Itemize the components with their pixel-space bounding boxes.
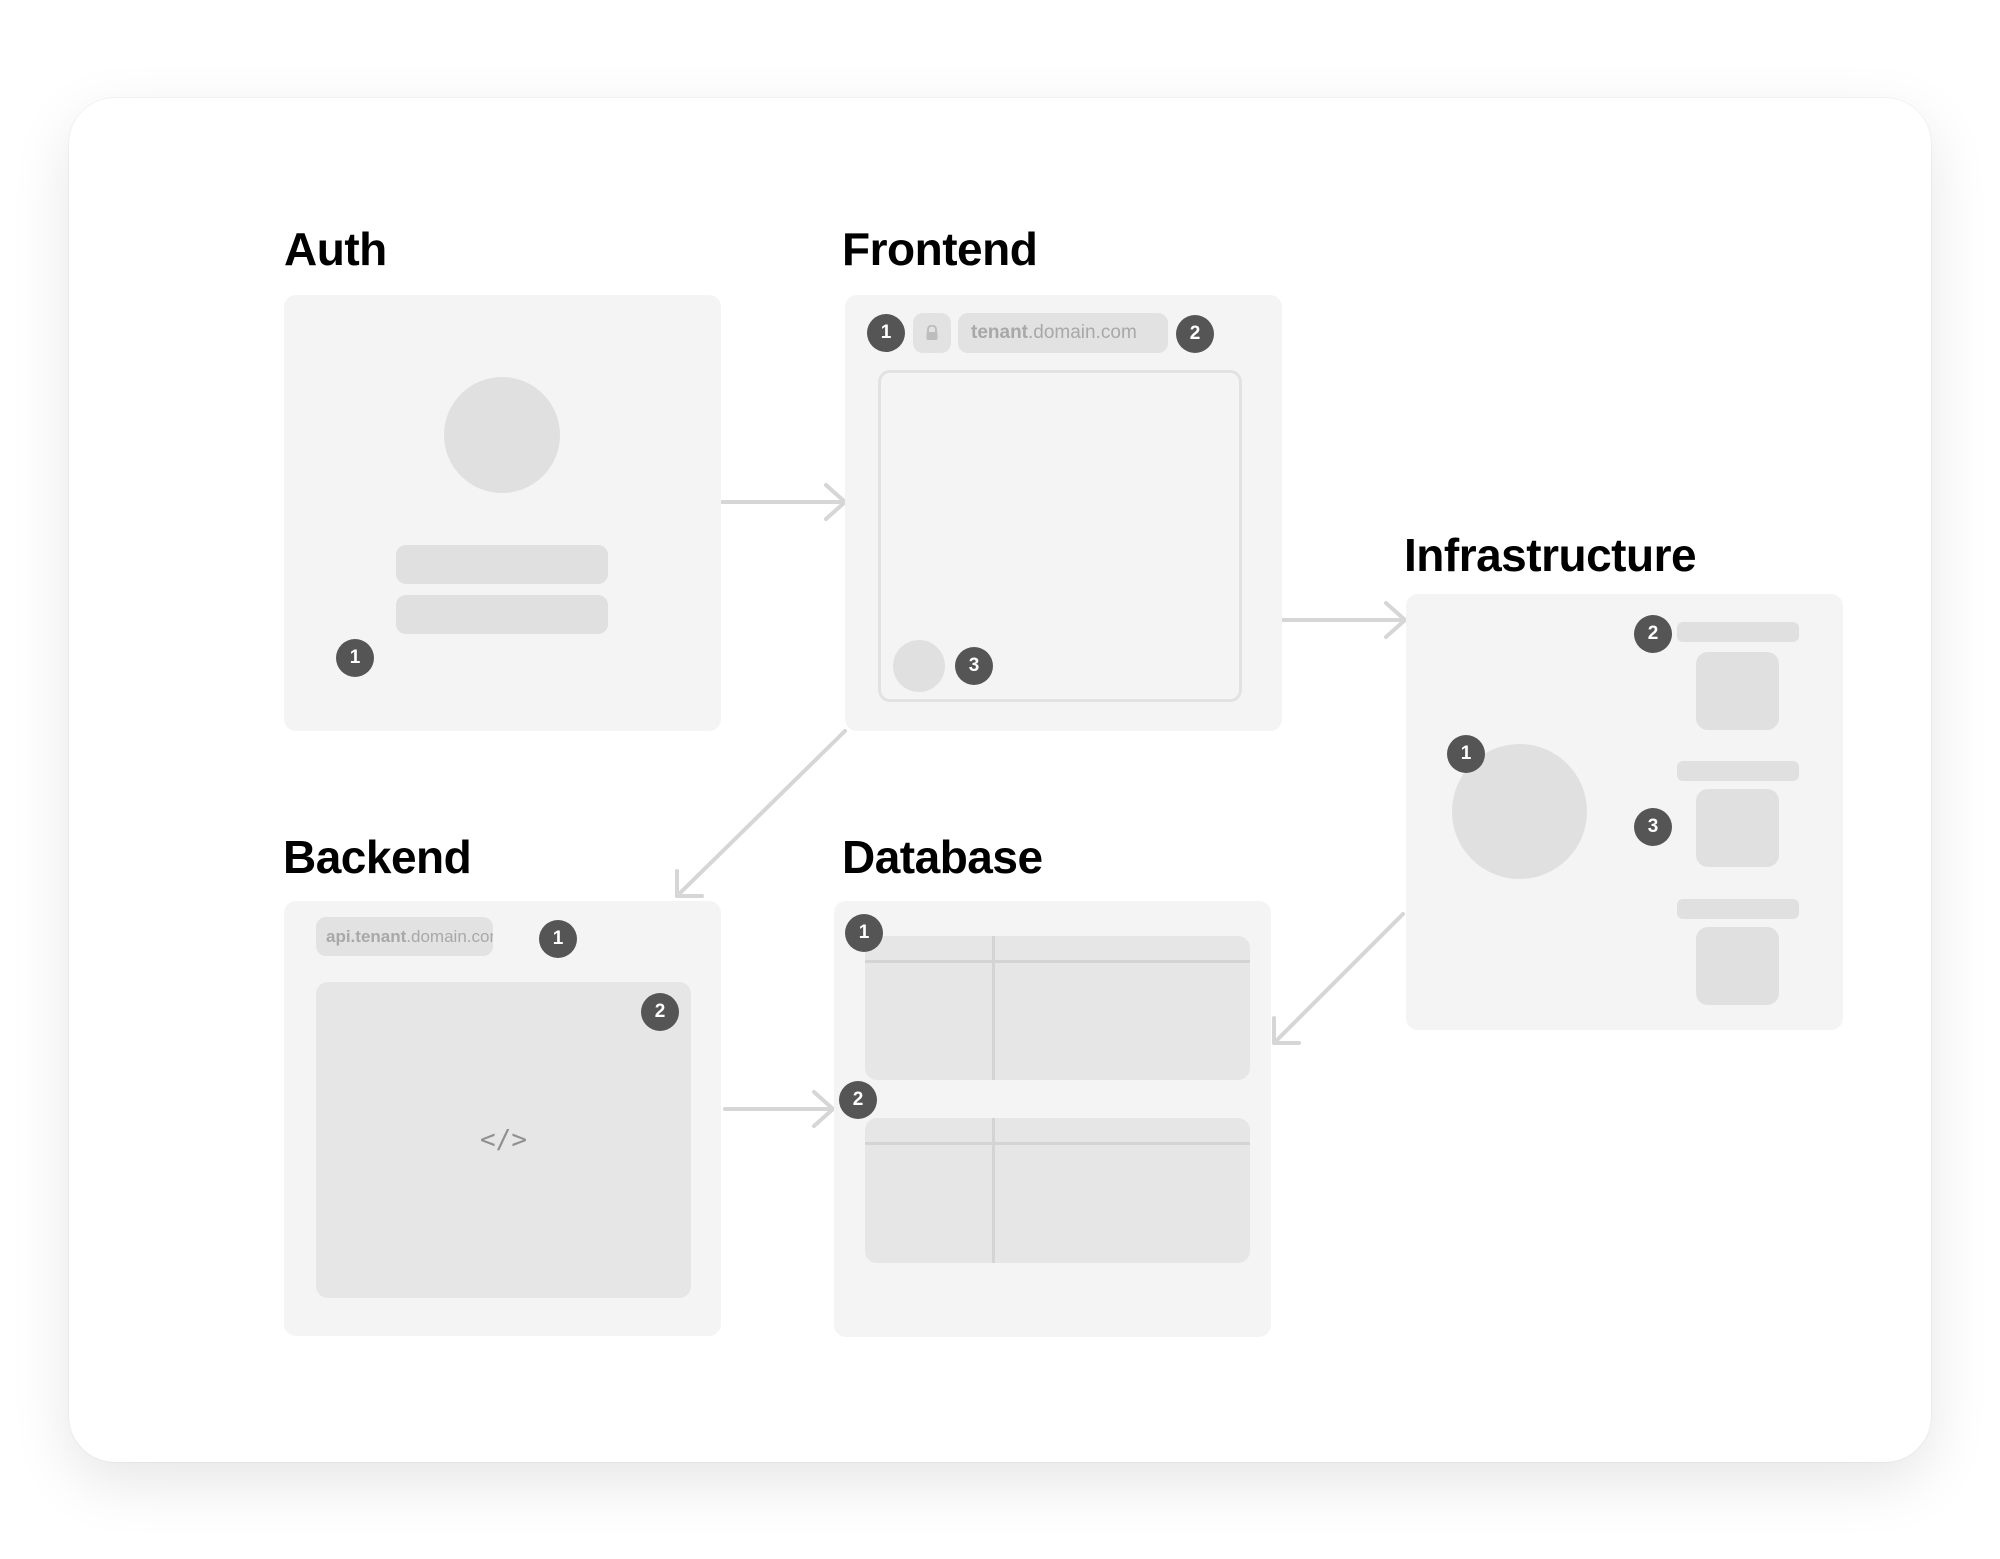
frontend-panel: 1 tenant.domain.com 2 3 (845, 295, 1282, 731)
auth-panel: 1 (284, 295, 721, 731)
service-node-placeholder (1696, 927, 1779, 1005)
infrastructure-badge-3: 3 (1634, 808, 1672, 846)
arrow-backend-to-database (723, 1090, 835, 1128)
auth-title: Auth (284, 223, 387, 275)
infrastructure-badge-1: 1 (1447, 735, 1485, 773)
frontend-badge-1: 1 (867, 314, 905, 352)
code-editor-placeholder: </> (316, 982, 691, 1298)
username-field-placeholder (396, 545, 608, 584)
frontend-url-subdomain: tenant (971, 322, 1028, 343)
table-placeholder (865, 1118, 1250, 1263)
arrow-frontend-to-infrastructure (1281, 601, 1407, 639)
lock-icon (913, 313, 951, 353)
browser-viewport: 3 (878, 370, 1242, 702)
backend-url-bar[interactable]: api.tenant.domain.com (316, 917, 493, 956)
infrastructure-title: Infrastructure (1404, 529, 1697, 581)
service-node-placeholder (1696, 652, 1779, 730)
database-badge-2: 2 (839, 1081, 877, 1119)
arrow-auth-to-frontend (720, 483, 847, 521)
code-icon: </> (480, 1125, 527, 1155)
backend-url-domain: .domain.com (406, 926, 493, 946)
arrow-infrastructure-to-database (1272, 912, 1405, 1045)
database-panel: 1 2 (834, 901, 1271, 1337)
service-label-placeholder (1677, 622, 1799, 642)
avatar-placeholder (444, 377, 560, 493)
backend-badge-1: 1 (539, 920, 577, 958)
table-column-divider (992, 1118, 995, 1263)
table-header-divider (865, 960, 1250, 963)
user-avatar-placeholder (893, 640, 945, 692)
service-node-placeholder (1696, 789, 1779, 867)
frontend-badge-3: 3 (955, 647, 993, 685)
frontend-title: Frontend (842, 223, 1038, 275)
service-label-placeholder (1677, 761, 1799, 781)
frontend-badge-2: 2 (1176, 315, 1214, 353)
backend-panel: api.tenant.domain.com 1 </> 2 (284, 901, 721, 1336)
database-badge-1: 1 (845, 914, 883, 952)
infrastructure-panel: 1 2 3 (1406, 594, 1843, 1030)
password-field-placeholder (396, 595, 608, 634)
service-label-placeholder (1677, 899, 1799, 919)
auth-badge-1: 1 (336, 639, 374, 677)
frontend-url-domain: .domain.com (1028, 322, 1137, 343)
infrastructure-badge-2: 2 (1634, 615, 1672, 653)
backend-badge-2: 2 (641, 993, 679, 1031)
table-header-divider (865, 1142, 1250, 1145)
lock-icon-glyph (926, 325, 938, 340)
table-placeholder (865, 936, 1250, 1080)
database-title: Database (842, 831, 1043, 883)
backend-title: Backend (283, 831, 472, 883)
backend-url-subdomain: api.tenant (326, 926, 407, 946)
frontend-url-bar[interactable]: tenant.domain.com (958, 313, 1168, 353)
arrow-frontend-to-backend (675, 729, 847, 898)
table-column-divider (992, 936, 995, 1080)
